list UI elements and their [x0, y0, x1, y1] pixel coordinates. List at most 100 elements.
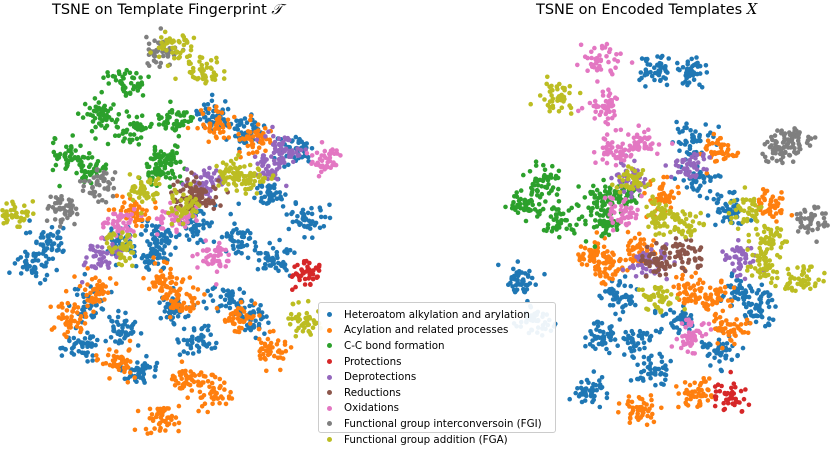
data-point [622, 283, 627, 289]
data-point [93, 136, 98, 141]
data-point [242, 140, 247, 146]
data-point [285, 135, 291, 141]
data-point [73, 206, 79, 212]
data-point [184, 215, 189, 221]
data-point [740, 330, 745, 335]
data-point [627, 420, 633, 426]
data-point [602, 45, 608, 50]
data-point [768, 204, 774, 210]
data-point [629, 194, 634, 200]
data-point [604, 132, 610, 137]
data-point [597, 335, 602, 341]
data-point [272, 353, 277, 359]
data-point [90, 113, 95, 118]
data-point [506, 282, 511, 288]
data-point [185, 351, 190, 356]
data-point [715, 192, 720, 197]
data-point [229, 166, 234, 171]
data-point [697, 138, 703, 144]
data-point [161, 259, 167, 265]
data-point [251, 182, 256, 188]
data-point [748, 245, 754, 251]
data-point [194, 209, 199, 214]
data-point [256, 258, 262, 263]
data-point [187, 275, 193, 280]
data-point [295, 319, 301, 324]
data-point [294, 218, 299, 224]
data-point [765, 300, 770, 306]
data-point [261, 265, 267, 271]
data-point [683, 138, 688, 144]
data-point [332, 151, 337, 156]
data-point [309, 161, 314, 166]
data-point [607, 47, 613, 52]
data-point [629, 328, 635, 334]
data-point [45, 233, 51, 238]
data-point [219, 110, 225, 115]
data-point [576, 252, 581, 257]
data-point [611, 252, 616, 258]
data-point [134, 223, 139, 229]
data-point [614, 290, 620, 296]
data-point [256, 145, 262, 150]
data-point [223, 264, 228, 269]
data-point [648, 393, 654, 398]
data-point [176, 38, 181, 44]
data-point [50, 233, 56, 238]
data-point [181, 34, 187, 40]
data-point [680, 339, 686, 345]
data-point [265, 251, 270, 256]
data-point [92, 96, 98, 101]
data-point [690, 173, 696, 179]
data-point [183, 373, 189, 379]
data-point [153, 224, 159, 229]
data-point [648, 361, 653, 366]
data-point [187, 382, 193, 388]
data-point [95, 178, 100, 184]
data-point [217, 376, 223, 382]
data-point [85, 266, 90, 271]
data-point [173, 245, 178, 251]
data-point [302, 235, 307, 240]
data-point [48, 304, 53, 310]
data-point [199, 55, 205, 60]
data-point [196, 345, 202, 351]
data-point [169, 413, 175, 419]
data-point [101, 169, 107, 175]
data-point [232, 126, 238, 131]
data-point [191, 326, 197, 331]
data-point [158, 149, 164, 154]
data-point [593, 160, 598, 165]
data-point [629, 190, 634, 196]
data-point [17, 219, 23, 224]
data-point [688, 238, 694, 243]
data-point [515, 259, 521, 264]
data-point [684, 317, 689, 323]
data-point [162, 244, 167, 249]
data-point [286, 226, 292, 232]
data-point [597, 53, 602, 58]
data-point [554, 223, 560, 229]
data-point [233, 183, 239, 188]
data-point [601, 177, 606, 183]
data-point [136, 195, 142, 200]
data-point [254, 191, 260, 196]
data-point [589, 55, 594, 61]
data-point [170, 193, 175, 198]
data-point [130, 197, 136, 203]
data-point [63, 322, 69, 327]
data-point [726, 332, 732, 338]
data-point [152, 374, 157, 379]
data-point [622, 352, 627, 357]
data-point [318, 214, 324, 220]
data-point [587, 254, 593, 260]
data-point [682, 125, 687, 130]
data-point [252, 178, 258, 184]
data-point [214, 269, 220, 275]
data-point [260, 162, 265, 168]
data-point [164, 235, 170, 241]
data-point [277, 237, 282, 243]
data-point [256, 326, 262, 332]
data-point [530, 202, 535, 208]
data-point [139, 82, 145, 87]
